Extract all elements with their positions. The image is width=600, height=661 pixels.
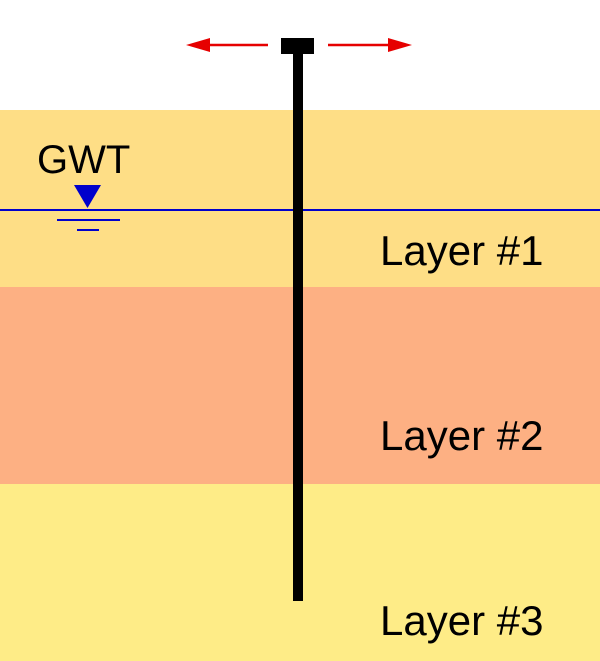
pile-cap <box>281 38 314 54</box>
gwt-label: GWT <box>37 138 130 182</box>
water-table-triangle-icon <box>57 185 120 231</box>
layer-2-label: Layer #2 <box>380 412 543 459</box>
layer-3-label: Layer #3 <box>380 597 543 644</box>
pile-shaft <box>293 50 303 601</box>
layer-1-label: Layer #1 <box>380 227 543 274</box>
double-arrow-left-right-icon <box>186 38 412 52</box>
